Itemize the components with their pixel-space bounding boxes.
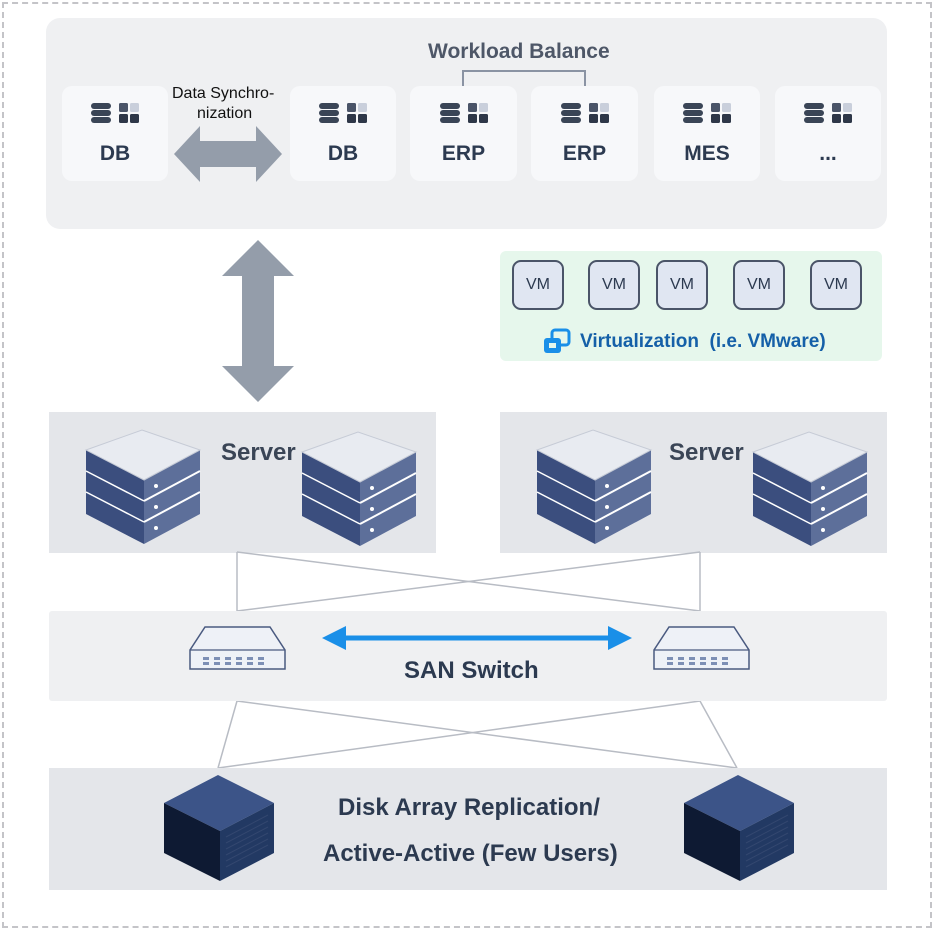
server-label-right: Server [669, 439, 744, 466]
server-panel-left [49, 412, 436, 553]
app-card-more: ... [775, 86, 881, 181]
data-sync-label-line2: nization [197, 105, 253, 122]
app-card-label: DB [327, 142, 359, 165]
workload-balance-label: Workload Balance [428, 40, 610, 63]
disk-label-line2: Active-Active (Few Users) [323, 840, 618, 867]
database-icon [290, 100, 396, 126]
app-card-label: ... [819, 142, 837, 165]
app-card-label: DB [99, 142, 131, 165]
database-icon [654, 100, 760, 126]
server-panel-right [500, 412, 887, 553]
san-switch-panel [49, 611, 887, 701]
virtualization-icon [542, 328, 572, 356]
data-sync-label-line1: Data Synchro- [172, 85, 275, 102]
vm-box: VM [733, 260, 785, 310]
vm-box: VM [588, 260, 640, 310]
disk-label-line1: Disk Array Replication/ [338, 794, 600, 821]
san-switch-label: SAN Switch [404, 657, 539, 684]
app-card-mes: MES [654, 86, 760, 181]
database-icon [410, 100, 517, 126]
app-card-label: ERP [441, 142, 486, 165]
app-card-db-1: DB [62, 86, 168, 181]
app-card-erp-1: ERP [410, 86, 517, 181]
virtualization-label: Virtualization (i.e. VMware) [580, 331, 826, 352]
vm-box: VM [656, 260, 708, 310]
disk-array-panel [49, 768, 887, 890]
app-card-label: MES [684, 142, 730, 165]
vm-box: VM [512, 260, 564, 310]
app-card-label: ERP [562, 142, 607, 165]
app-card-erp-2: ERP [531, 86, 638, 181]
database-icon [62, 100, 168, 126]
server-label-left: Server [221, 439, 296, 466]
vm-box: VM [810, 260, 862, 310]
app-card-db-2: DB [290, 86, 396, 181]
database-icon [775, 100, 881, 126]
database-icon [531, 100, 638, 126]
